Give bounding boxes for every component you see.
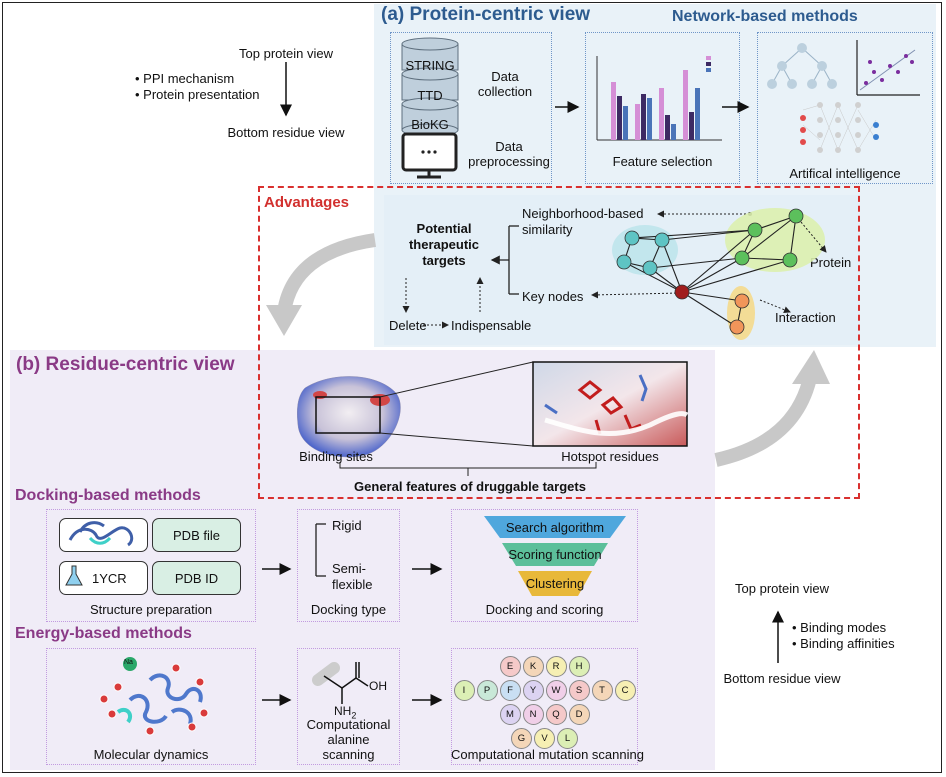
panel-b-title: (b) Residue-centric view [16,354,235,375]
residue-E: E [499,656,521,677]
db-biokg-label: BioKG [411,117,449,132]
mutation-scanning-label: Computational mutation scanning [451,747,644,762]
advantages-box [258,186,860,499]
alanine-scanning-box [297,648,400,765]
semi-flexible-line1: Semi- [332,561,366,576]
residue-N: N [522,704,544,725]
molecular-dynamics-label: Molecular dynamics [93,747,209,762]
pdb-id-pill [152,561,241,595]
structure-prep-box [46,509,256,622]
left-bottom-residue-view: Bottom residue view [227,125,345,140]
residue-P: P [476,680,498,701]
data-preprocessing-line1: Data [495,139,523,154]
residue-V: V [534,728,555,749]
key-nodes-label: Key nodes [522,289,584,304]
data-collection-line2: collection [477,84,533,99]
right-bottom-residue-view: Bottom residue view [723,671,841,686]
panel-a-title: (a) Protein-centric view [381,4,591,25]
residue-T: T [591,680,613,701]
molecular-dynamics-box [46,648,256,765]
pdb-id-label: PDB ID [174,571,219,586]
neighborhood-line2: similarity [522,222,573,237]
indispensable-label: Indispensable [451,318,532,333]
residue-K: K [522,656,544,677]
left-top-protein-view: Top protein view [239,46,333,61]
energy-methods-title: Energy-based methods [15,625,192,642]
db-ttd-label: TTD [417,88,443,103]
data-preprocessing-line2: preprocessing [468,154,550,169]
network-methods-title: Network-based methods [672,8,858,25]
rigid-label: Rigid [332,518,362,533]
docking-scoring-label: Docking and scoring [485,602,604,617]
delete-label: Delete [389,318,427,333]
residue-I: I [453,680,475,701]
alanine-nh2-label: NH2 [334,704,357,721]
hotspot-residues-label: Hotspot residues [561,449,659,464]
docking-type-label: Docking type [310,602,387,617]
right-bullet-affinities: • Binding affinities [792,636,895,651]
left-bullet-presentation: • Protein presentation [135,87,260,102]
docking-methods-title: Docking-based methods [15,487,201,504]
residue-S: S [568,680,590,701]
feature-selection-label: Feature selection [612,154,713,169]
right-bullet-modes: • Binding modes [792,620,887,635]
protein-label: Protein [810,255,852,270]
mutation-scanning-box [451,648,638,765]
advantages-title: Advantages [264,194,350,211]
neighborhood-line1: Neighborhood-based [522,206,644,221]
residue-G: G [511,728,532,749]
residue-Y: Y [522,680,544,701]
alanine-scanning-line2: alanine [327,732,370,747]
structure-prep-label: Structure preparation [89,602,213,617]
docking-type-box [297,509,400,622]
funnel-scoring-function: Scoring function [508,547,602,562]
residue-L: L [557,728,578,749]
residue-R: R [545,656,567,677]
interaction-label: Interaction [775,310,836,325]
left-bullet-ppi: • PPI mechanism [135,71,235,86]
general-features-label: General features of druggable targets [354,479,586,494]
data-box [390,32,552,184]
db-string-label: STRING [405,58,455,73]
pdb-code-label: 1YCR [92,571,127,586]
binding-sites-label: Binding sites [299,449,373,464]
ai-box [757,32,933,184]
residue-C: C [614,680,636,701]
alanine-scanning-line1: Computational [306,717,391,732]
right-top-protein-view: Top protein view [735,581,829,596]
na-ion-label: Na [124,659,133,666]
targets-line1: Potential [416,221,472,236]
alanine-oh-label: OH [369,679,387,693]
ai-label: Artifical intelligence [789,166,901,181]
residue-W: W [545,680,567,701]
funnel-clustering: Clustering [525,576,585,591]
residue-D: D [568,704,590,725]
targets-line3: targets [422,253,466,268]
docking-scoring-box [451,509,638,622]
targets-line2: therapeutic [408,237,480,252]
residue-F: F [499,680,521,701]
residue-M: M [499,704,521,725]
residue-H: H [568,656,590,677]
alanine-scanning-line3: scanning [322,747,375,762]
pdb-file-label: PDB file [173,528,220,543]
pdb-file-pill [152,518,241,552]
semi-flexible-line2: flexible [332,577,373,592]
data-collection-line1: Data [491,69,519,84]
funnel-search-algorithm: Search algorithm [505,520,605,535]
residue-Q: Q [545,704,567,725]
